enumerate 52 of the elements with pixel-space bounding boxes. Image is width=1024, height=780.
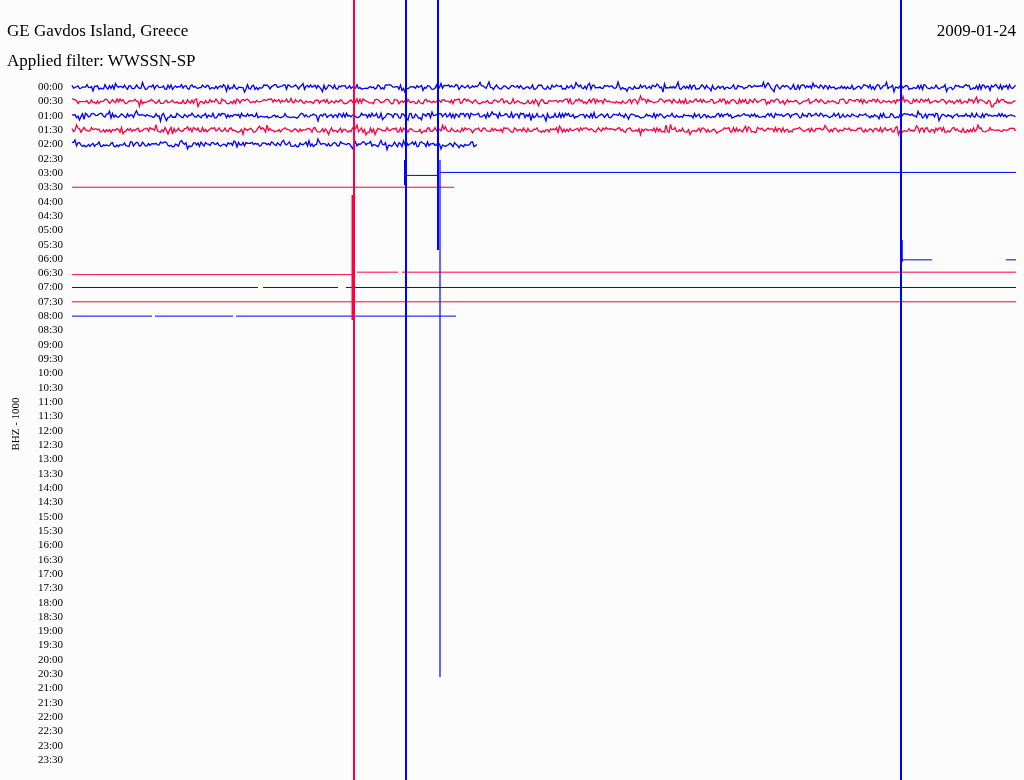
time-tick-label: 17:30: [37, 581, 63, 595]
time-tick-label: 21:00: [37, 681, 63, 695]
time-tick-label: 10:30: [37, 380, 63, 394]
time-tick-label: 22:00: [37, 710, 63, 724]
time-tick-label: 07:30: [37, 294, 63, 308]
time-tick-label: 23:30: [37, 753, 63, 767]
time-tick-label: 16:00: [37, 538, 63, 552]
time-tick-label: 00:00: [37, 80, 63, 93]
time-tick-label: 10:00: [37, 366, 63, 380]
time-tick-label: 08:00: [37, 309, 63, 323]
time-tick-label: 05:30: [37, 237, 63, 251]
time-tick-label: 18:00: [37, 595, 63, 609]
time-tick-label: 20:30: [37, 667, 63, 681]
time-tick-label: 07:00: [37, 280, 63, 294]
time-tick-label: 18:30: [37, 609, 63, 623]
date-label: 2009-01-24: [936, 21, 1016, 41]
time-tick-label: 06:00: [37, 251, 63, 265]
time-tick-label: 12:30: [37, 438, 63, 451]
time-tick-label: 19:30: [37, 638, 63, 652]
time-tick-label: 08:30: [37, 323, 63, 337]
time-tick-label: 17:00: [37, 566, 63, 580]
time-tick-label: 02:30: [37, 151, 63, 165]
time-tick-label: 09:00: [37, 337, 63, 351]
time-tick-label: 15:30: [37, 523, 63, 537]
time-tick-label: 01:00: [37, 108, 63, 122]
time-tick-label: 13:00: [37, 452, 63, 466]
time-tick-label: 12:00: [37, 423, 63, 437]
time-tick-label: 14:30: [37, 495, 63, 509]
time-tick-label: 05:00: [37, 223, 63, 237]
time-tick-label: 13:30: [37, 466, 63, 480]
time-tick-label: 00:30: [37, 94, 63, 108]
time-tick-label: 20:00: [37, 652, 63, 666]
filter-label: Applied filter: WWSSN-SP: [7, 51, 196, 71]
time-tick-label: 04:00: [37, 194, 63, 208]
time-tick-label: 14:00: [37, 480, 63, 494]
channel-axis-label: BHZ - 1000: [9, 396, 21, 453]
station-title: GE Gavdos Island, Greece: [7, 21, 189, 41]
time-tick-label: 04:30: [37, 208, 63, 222]
time-tick-label: 03:30: [37, 180, 63, 194]
time-tick-label: 09:30: [37, 352, 63, 366]
time-tick-label: 11:30: [38, 409, 63, 423]
time-tick-label: 11:00: [38, 395, 63, 409]
time-tick-label: 23:00: [37, 738, 63, 752]
time-tick-label: 02:00: [37, 137, 63, 151]
time-tick-label: 22:30: [37, 724, 63, 738]
time-tick-label: 19:00: [37, 624, 63, 638]
time-tick-label: 06:30: [37, 266, 63, 280]
time-tick-label: 16:30: [37, 552, 63, 566]
time-tick-label: 15:00: [37, 509, 63, 523]
time-tick-label: 21:30: [37, 695, 63, 709]
time-tick-label: 01:30: [37, 122, 63, 136]
time-tick-label: 03:00: [37, 165, 63, 179]
